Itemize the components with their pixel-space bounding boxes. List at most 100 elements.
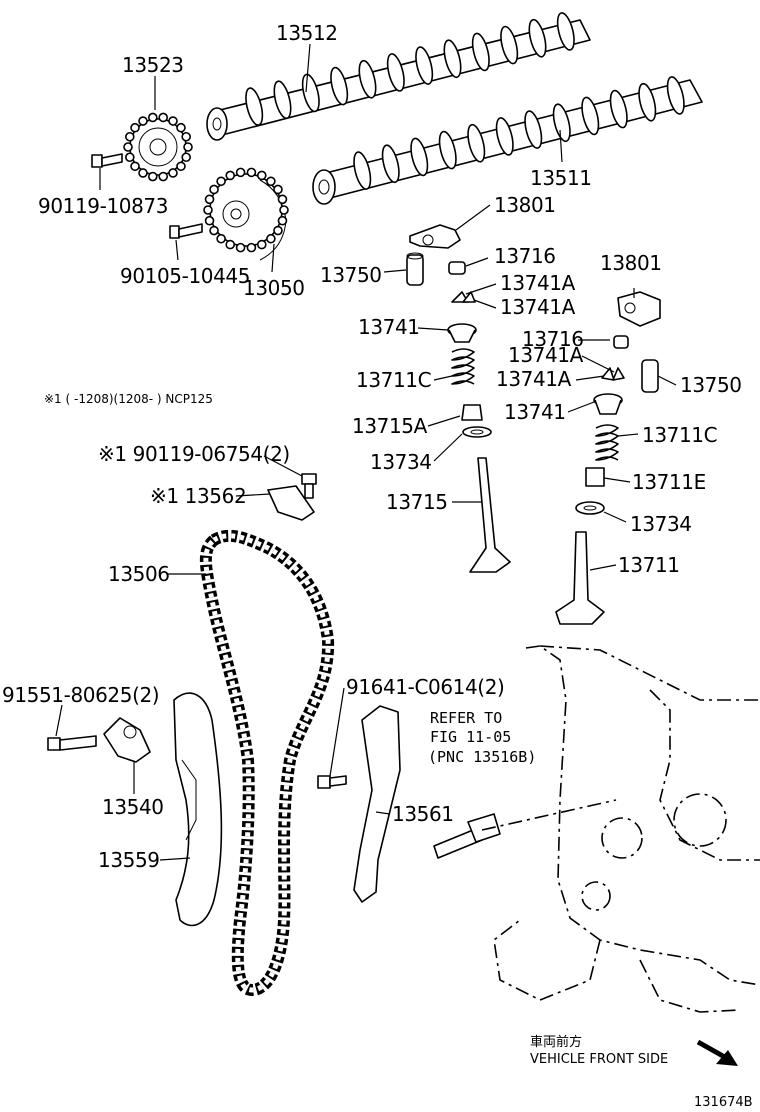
label-13562: ※1 13562	[150, 484, 246, 508]
rocker-arm-left	[409, 224, 461, 249]
label-13734-left: 13734	[370, 450, 432, 474]
cam-lobe	[666, 76, 685, 115]
cam-lobe	[358, 59, 377, 99]
sprocket-tooth	[130, 161, 140, 172]
washer-right	[575, 501, 605, 515]
chain-guide	[353, 705, 401, 903]
label-13561: 13561	[392, 802, 454, 826]
label-13750-right: 13750	[680, 373, 742, 397]
bolt-90105-10445	[169, 223, 203, 239]
cam-lobe	[245, 87, 264, 126]
sprocket-tooth	[176, 161, 186, 172]
oil-jet	[433, 813, 501, 859]
gear-tooth	[235, 167, 246, 178]
cam-lobe	[528, 18, 547, 58]
gear-tooth	[266, 176, 276, 187]
gear-tooth	[279, 205, 289, 215]
cam-lobe	[330, 66, 349, 106]
cam-lobe	[524, 110, 543, 149]
gear-tooth	[209, 184, 219, 195]
label-13711C-left: 13711C	[356, 368, 431, 392]
leader-lines	[55, 43, 677, 861]
sprocket-tooth	[181, 131, 191, 142]
engine-block	[481, 645, 760, 1013]
label-13741-left: 13741	[358, 315, 420, 339]
bolt-90119-06754	[301, 473, 317, 499]
cam-lobe	[581, 96, 600, 136]
bolt-90119-10873	[91, 153, 123, 168]
seal-left	[461, 404, 483, 421]
sprocket-tooth	[123, 142, 133, 152]
label-13716-right: 13716	[522, 327, 584, 351]
gear-tooth	[246, 242, 257, 253]
gear-tooth	[204, 194, 215, 205]
label-13715A: 13715A	[352, 414, 428, 438]
camshaft-upper	[206, 12, 591, 141]
sprocket-tooth	[125, 152, 135, 163]
label-13711E: 13711E	[632, 470, 706, 494]
cam-lobe	[353, 151, 372, 190]
label-13523: 13523	[122, 53, 184, 77]
label-13715: 13715	[386, 490, 448, 514]
gear-tooth	[209, 225, 219, 236]
vehicle-front-arrow-icon	[696, 1039, 738, 1066]
cam-lobe	[273, 80, 292, 120]
refer-line-3: (PNC 13516B)	[428, 748, 536, 766]
vehicle-front-jp: 車両前方	[530, 1034, 582, 1050]
label-13711C-right: 13711C	[642, 423, 717, 447]
spring-right	[595, 424, 619, 461]
valve-right	[555, 531, 605, 625]
chain-tensioner	[103, 717, 151, 763]
retainer-left	[447, 323, 477, 343]
refer-line-2: FIG 11-05	[430, 728, 511, 746]
sprocket-tooth	[176, 122, 186, 133]
cam-timing-gear	[203, 167, 289, 261]
cam-lobe	[552, 103, 571, 143]
cam-lobe	[609, 89, 628, 129]
label-90119-06754: ※1 90119-06754(2)	[98, 442, 290, 466]
label-13050: 13050	[243, 276, 305, 300]
label-13741A-left-2: 13741A	[500, 295, 576, 319]
vehicle-front-en: VEHICLE FRONT SIDE	[530, 1052, 668, 1067]
gear-tooth	[225, 239, 236, 250]
valve-left	[469, 457, 511, 573]
cam-lobe	[443, 39, 462, 79]
sprocket-tooth	[147, 171, 158, 182]
gear-tooth	[273, 225, 283, 236]
gear-tooth	[216, 233, 226, 244]
gear-tooth	[277, 194, 288, 205]
label-13716-left: 13716	[494, 244, 556, 268]
tensioner-slipper	[173, 692, 223, 927]
cam-lobe	[438, 130, 457, 170]
sprocket-tooth	[158, 112, 169, 123]
label-91641-C0614: 91641-C0614(2)	[346, 675, 504, 699]
sprocket-tooth	[158, 171, 169, 182]
label-90105-10445: 90105-10445	[120, 264, 250, 288]
seal-right	[585, 467, 605, 487]
cam-lobe	[495, 117, 514, 156]
sprocket-tooth	[138, 116, 148, 126]
label-13734-right: 13734	[630, 512, 692, 536]
sprocket-tooth	[147, 112, 158, 123]
label-13559: 13559	[98, 848, 160, 872]
cam-lobe	[415, 46, 434, 85]
sprocket-tooth	[181, 152, 191, 163]
label-13741A-left-1: 13741A	[500, 271, 576, 295]
label-13511: 13511	[530, 166, 592, 190]
cam-lobe	[471, 32, 490, 72]
cap-left	[448, 261, 466, 275]
label-13741A-right-2: 13741A	[496, 367, 572, 391]
cam-lobe	[410, 137, 429, 177]
retainer-right	[593, 393, 623, 415]
label-13801-right: 13801	[600, 251, 662, 275]
gear-tooth	[204, 215, 215, 226]
spring-left	[451, 348, 475, 385]
cam-lobe	[467, 123, 486, 163]
gear-tooth	[256, 170, 267, 181]
washer-left	[462, 426, 492, 438]
label-13506: 13506	[108, 562, 170, 586]
keepers-right	[601, 367, 625, 381]
bolt-91641-C0614	[317, 775, 347, 789]
label-13741-right: 13741	[504, 400, 566, 424]
